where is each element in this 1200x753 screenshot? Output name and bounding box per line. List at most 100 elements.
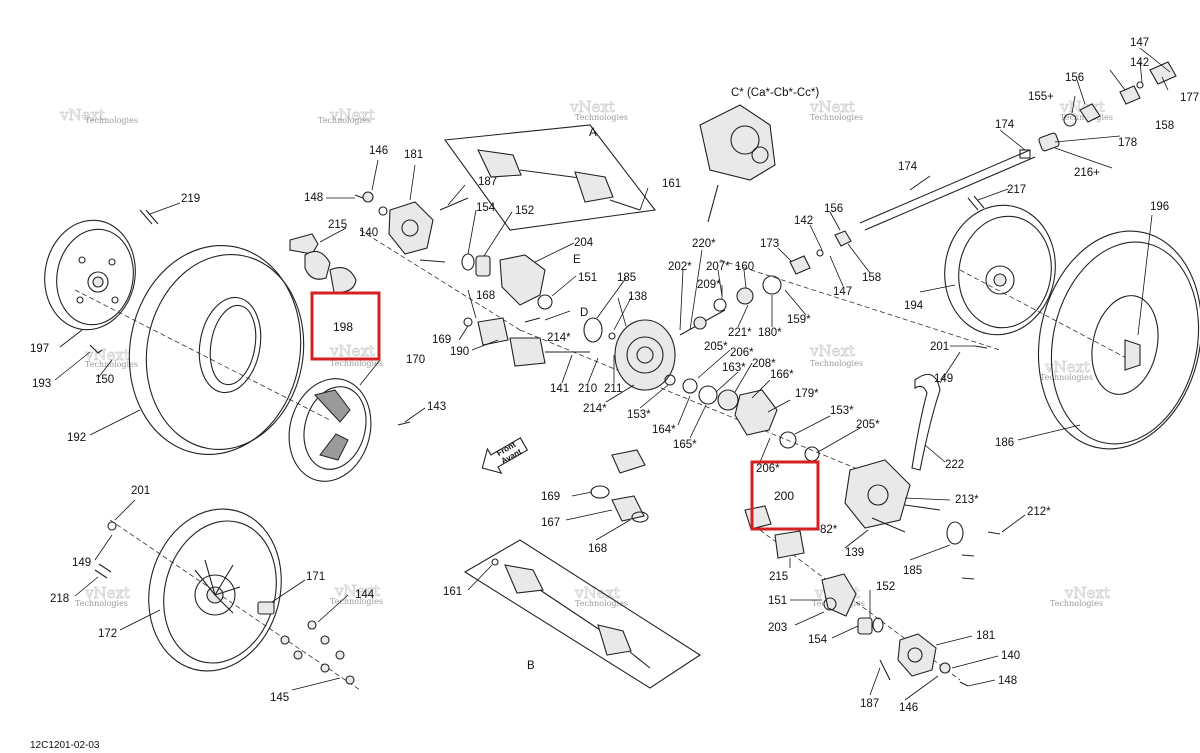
callout-186: 186 [995,437,1014,449]
callout-172: 172 [98,628,117,640]
callout-171: 171 [306,571,325,583]
front-lower-wheel-assembly [94,508,355,685]
group-label-c: C* (Ca*-Cb*-Cc*) [731,87,819,99]
clamp-168 [463,317,473,327]
callout-201-a: 201 [930,341,949,353]
knuckle-213 [844,459,911,529]
ring-gear-163 [717,389,739,411]
hub-cap-196 [1124,339,1141,371]
watermark-text-8: Technologies [810,359,863,368]
callout-181: 181 [404,149,423,161]
watermark-text-1: Technologies [85,116,138,125]
highlight-label-200: 200 [774,489,794,503]
watermark-logo-7: vNext [329,342,375,360]
boot-200 [744,505,772,530]
callout-185-b: 185 [903,565,922,577]
callout-140: 140 [359,227,378,239]
front-left-knuckle-assembly [289,191,590,367]
driveshaft-a [443,124,657,231]
seal-185b [946,521,964,545]
callout-142: 142 [794,215,813,227]
callout-167: 167 [541,517,560,529]
watermark-logo-12: vNext [574,584,620,602]
callout-178: 178 [1118,137,1137,149]
seal-205 [804,446,820,462]
knuckle-203 [821,573,857,617]
watermark-logo-1: vNext [59,106,105,124]
callout-210: 210 [578,383,597,395]
bearing-154b [857,617,873,635]
leader-lines [54,47,1171,701]
callout-164: 164* [652,424,676,436]
seal-151b [823,597,837,611]
clamp-168b [631,511,649,523]
watermark-logo-9: vNext [1044,358,1090,376]
hub-181 [388,201,434,255]
callout-218: 218 [50,593,69,605]
front-left-tire [128,244,305,456]
cv-joint-169 [509,337,546,367]
callout-173: 173 [760,238,779,250]
highlight-box-198[interactable] [310,291,381,361]
callout-192: 192 [67,432,86,444]
bearing-160 [736,287,754,305]
callout-149-a: 149 [934,373,953,385]
group-label-d: D [580,307,588,319]
cv-boot-170 [477,317,509,346]
callout-190: 170 [406,354,425,366]
watermark-text-7: Technologies [330,359,383,368]
callout-147: 147 [833,286,852,298]
bolt-187b [879,659,891,681]
callout-221: 221* [728,327,752,339]
highlight-198[interactable]: 198 [310,291,381,361]
callout-148: 148 [304,192,323,204]
bolt-139 [871,517,906,533]
callout-146-b: 146 [899,702,918,714]
group-label-b: B [527,660,535,672]
watermark-logo-10: vNext [84,584,130,602]
u-joint-158 [834,230,852,247]
washer-140 [378,206,388,216]
knuckle-204 [499,254,546,306]
watermark-text-9: Technologies [1040,373,1093,382]
yoke-177 [1149,61,1177,85]
coupler-216 [1038,132,1060,152]
callout-215-b: 215 [769,571,788,583]
front-left-wheel-assembly [44,209,411,482]
callout-153-a: 153* [627,409,651,421]
highlight-box-200[interactable] [750,460,820,531]
watermark-logo-11: vNext [334,582,380,600]
guard-222 [911,373,941,471]
nut-201b [974,345,988,349]
watermark-text-3: Technologies [575,113,628,122]
callout-151-b: 151 [768,595,787,607]
callout-180: 180* [758,327,782,339]
callout-168-b: 168 [588,543,607,555]
callout-158: 158 [862,272,881,284]
watermark-text-4: Technologies [810,113,863,122]
bolts-212 [961,531,1001,580]
callout-165: 165* [673,439,697,451]
callout-211: 211 [604,383,622,395]
callout-154: 154 [476,202,496,214]
callout-182: 82* [820,524,838,536]
callout-150: 150 [95,374,114,386]
highlight-200[interactable]: 200 [750,460,820,531]
watermark-logo-2: vNext [329,106,375,124]
bolt-138 [608,332,616,340]
front-direction-arrow: Front Avant [481,437,529,474]
callout-151: 151 [578,272,597,284]
watermark-logo-4: vNext [809,98,855,116]
callout-222: 222 [945,459,964,471]
callout-193: 193 [32,378,51,390]
callout-148-b: 148 [998,675,1017,687]
ball-joint-215 [289,233,319,255]
ball-joint-215b [774,530,805,559]
brake-drum-190 [288,378,372,482]
callout-138: 138 [628,291,647,303]
bolt-143 [397,421,411,426]
callout-142-b: 142 [1130,57,1149,69]
watermark-text-11: Technologies [330,597,383,606]
diff-case-179 [734,389,778,436]
bearing-153 [779,431,797,449]
